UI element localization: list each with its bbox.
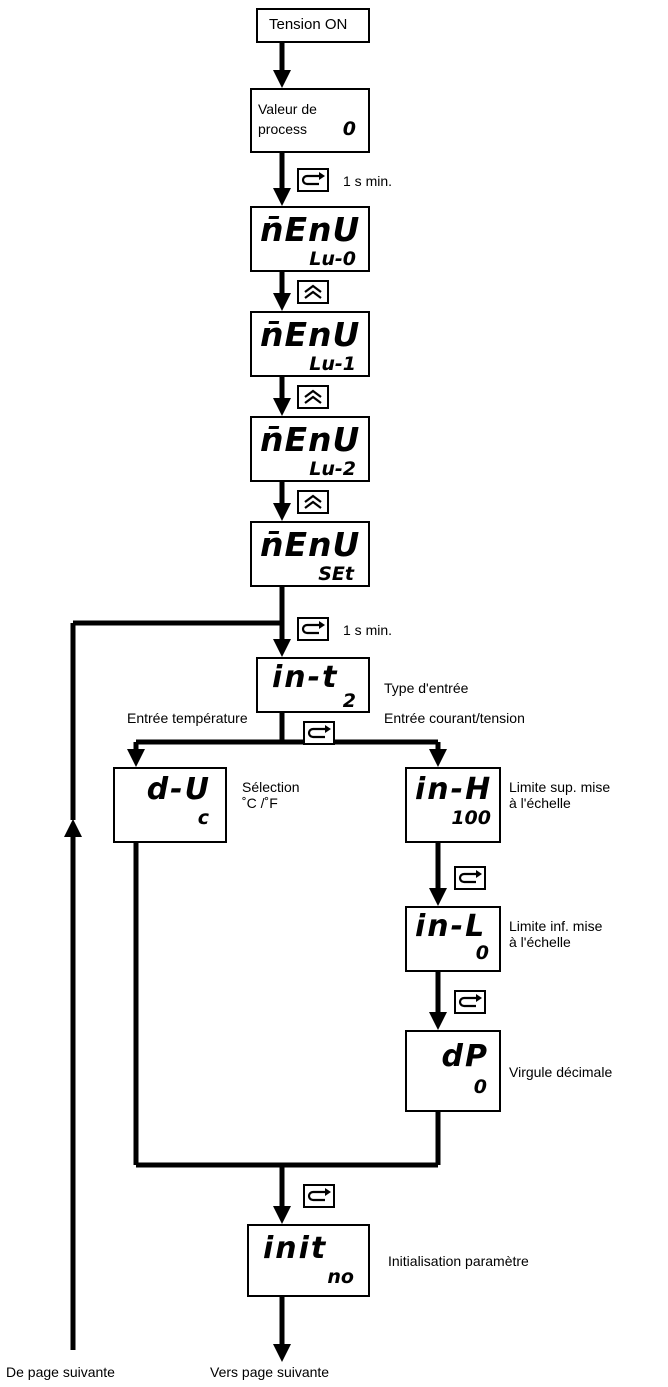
menu-level2-top: n̄EnU bbox=[260, 420, 361, 459]
menu-setup-box: n̄EnU SEt bbox=[250, 521, 370, 587]
mode-key-icon bbox=[303, 721, 335, 745]
menu-level2-box: n̄EnU Lu-2 bbox=[250, 416, 370, 482]
decimal-point-top: dP bbox=[441, 1039, 489, 1074]
temp-unit-top: d-U bbox=[146, 772, 211, 807]
branch-temperature-label: Entrée température bbox=[127, 710, 248, 726]
process-value-label-line2: process bbox=[258, 121, 308, 137]
branch-current-voltage-label: Entrée courant/tension bbox=[384, 710, 525, 726]
init-top: init bbox=[263, 1231, 328, 1266]
init-label: Initialisation paramètre bbox=[388, 1253, 529, 1269]
from-next-page-label: De page suivante bbox=[6, 1364, 115, 1380]
input-type-bottom: 2 bbox=[342, 690, 356, 712]
mode-key-icon bbox=[454, 990, 486, 1014]
scale-high-label-line2: à l'échelle bbox=[509, 795, 571, 811]
menu-level0-box: n̄EnU Lu-0 bbox=[250, 206, 370, 272]
process-value-label-line1: Valeur de bbox=[258, 101, 317, 117]
temp-unit-bottom: c bbox=[197, 807, 209, 829]
scale-low-label-line1: Limite inf. mise bbox=[509, 918, 603, 934]
scale-low-top: in-L bbox=[415, 909, 487, 944]
menu-level1-box: n̄EnU Lu-1 bbox=[250, 311, 370, 377]
power-on-box: Tension ON bbox=[256, 8, 370, 43]
menu-setup-top: n̄EnU bbox=[260, 525, 361, 564]
scale-high-box: in-H 100 bbox=[405, 767, 501, 843]
decimal-point-bottom: 0 bbox=[473, 1076, 487, 1098]
mode-key-icon bbox=[297, 168, 329, 192]
up-key-icon bbox=[297, 280, 329, 304]
to-next-page-label: Vers page suivante bbox=[210, 1364, 330, 1380]
init-box: init no bbox=[247, 1224, 370, 1297]
temp-unit-box: d-U c bbox=[113, 767, 227, 843]
decimal-point-box: dP 0 bbox=[405, 1030, 501, 1112]
menu-level1-top: n̄EnU bbox=[260, 315, 361, 354]
menu-setup-bottom: SEt bbox=[318, 563, 354, 585]
menu-level0-top: n̄EnU bbox=[260, 210, 361, 249]
menu-level2-bottom: Lu-2 bbox=[309, 458, 356, 480]
scale-low-label-line2: à l'échelle bbox=[509, 934, 571, 950]
mode-key-icon bbox=[454, 866, 486, 890]
input-type-top: in-t bbox=[272, 660, 339, 695]
mode-key-icon bbox=[297, 617, 329, 641]
hold-note: 1 s min. bbox=[343, 622, 393, 638]
decimal-point-label: Virgule décimale bbox=[509, 1064, 613, 1080]
process-value-readout: 0 bbox=[342, 118, 356, 140]
scale-low-bottom: 0 bbox=[475, 942, 489, 964]
scale-low-box: in-L 0 bbox=[405, 906, 501, 972]
power-on-label: Tension ON bbox=[269, 16, 348, 33]
input-type-label: Type d'entrée bbox=[384, 680, 469, 696]
hold-note: 1 s min. bbox=[343, 173, 393, 189]
temp-unit-label-line1: Sélection bbox=[242, 779, 300, 795]
scale-high-bottom: 100 bbox=[451, 807, 491, 829]
menu-level1-bottom: Lu-1 bbox=[309, 353, 356, 375]
scale-high-label-line1: Limite sup. mise bbox=[509, 779, 611, 795]
process-value-box: Valeur de process 0 bbox=[250, 88, 370, 153]
init-bottom: no bbox=[327, 1266, 354, 1288]
up-key-icon bbox=[297, 490, 329, 514]
menu-level0-bottom: Lu-0 bbox=[309, 248, 356, 270]
input-type-box: in-t 2 bbox=[256, 657, 370, 713]
temp-unit-label-line2: ˚C /˚F bbox=[242, 795, 278, 811]
mode-key-icon bbox=[303, 1184, 335, 1208]
up-key-icon bbox=[297, 385, 329, 409]
scale-high-top: in-H bbox=[415, 772, 493, 807]
